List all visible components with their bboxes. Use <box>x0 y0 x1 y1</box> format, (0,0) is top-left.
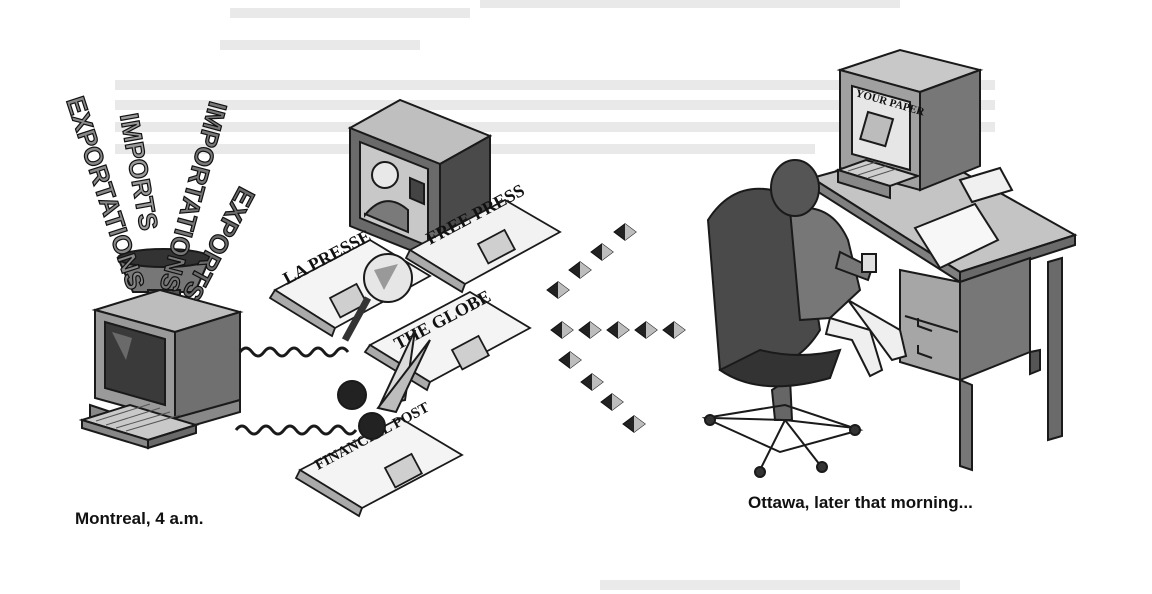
scissors-icon <box>337 329 431 440</box>
ottawa-reader <box>701 159 908 478</box>
ottawa-desk <box>809 146 1078 472</box>
newspaper-financial-post: FINANCIAL POST <box>294 400 464 518</box>
arrow-diamond-highlight <box>590 321 601 339</box>
arrow-diamond-highlight <box>602 243 613 261</box>
caption-montreal: Montreal, 4 a.m. <box>75 509 203 528</box>
ottawa-computer: YOUR PAPER <box>834 48 984 200</box>
arrow-diamond-highlight <box>612 393 623 411</box>
arrow-diamond-highlight <box>570 351 581 369</box>
arrow-diamond-highlight <box>634 415 645 433</box>
magnifying-glass-icon <box>341 253 413 342</box>
television <box>347 98 493 264</box>
arrow-diamond-highlight <box>562 321 573 339</box>
arrow-diamond-highlight <box>674 321 685 339</box>
arrow-diamond-highlight <box>646 321 657 339</box>
phone-cords <box>234 346 358 436</box>
montreal-computer <box>78 248 244 450</box>
transmission-arrows <box>546 223 686 433</box>
arrow-diamond-highlight <box>558 281 569 299</box>
arrow-diamond-highlight <box>592 373 603 391</box>
arrow-diamond-highlight <box>618 321 629 339</box>
arrow-diamond-highlight <box>625 223 636 241</box>
arrow-diamond-highlight <box>580 261 591 279</box>
caption-ottawa: Ottawa, later that morning... <box>748 493 973 512</box>
